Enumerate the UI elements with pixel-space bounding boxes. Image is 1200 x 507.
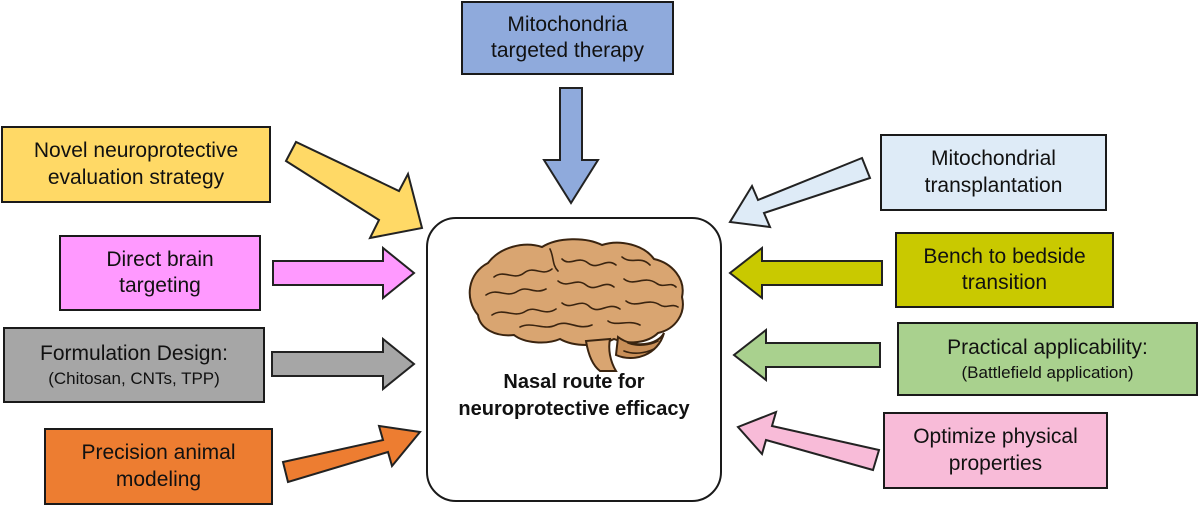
box-left1-line2: evaluation strategy [47, 165, 225, 189]
box-direct-brain-targeting: Direct brain targeting [59, 235, 261, 311]
arrow-right1 [728, 156, 872, 229]
arrow-left3 [271, 336, 416, 392]
arrow-left1 [284, 140, 424, 240]
box-left2-line2: targeting [119, 274, 201, 297]
arrow-right4 [736, 410, 881, 472]
box-novel-neuroprotective: Novel neuroprotective evaluation strateg… [1, 126, 271, 203]
box-right3-line1: Practical applicability: [947, 336, 1148, 360]
arrow-right2 [728, 245, 883, 301]
arrow-top [542, 87, 600, 205]
box-right2-line1: Bench to bedside [923, 244, 1086, 268]
box-right3-line2: (Battlefield application) [961, 362, 1134, 382]
box-formulation-design: Formulation Design: (Chitosan, CNTs, TPP… [3, 327, 265, 403]
box-practical-applicability: Practical applicability: (Battlefield ap… [897, 322, 1198, 396]
box-left4-line2: modeling [115, 467, 202, 491]
box-left4-line1: Precision animal [81, 441, 236, 465]
center-box: Nasal route for neuroprotective efficacy [426, 217, 722, 502]
box-mitochondria-targeted-therapy: Mitochondria targeted therapy [461, 1, 674, 75]
box-top-line2: targeted therapy [491, 39, 644, 62]
box-left3-line1: Formulation Design: [40, 342, 228, 366]
arrow-left2 [272, 245, 416, 301]
arrow-right3 [732, 327, 881, 383]
box-mitochondrial-transplantation: Mitochondrial transplantation [880, 134, 1107, 211]
box-left1-line1: Novel neuroprotective [33, 139, 239, 163]
box-top-line1: Mitochondria [507, 12, 628, 36]
box-precision-animal-modeling: Precision animal modeling [44, 428, 273, 505]
box-right4-line1: Optimize physical [913, 425, 1078, 449]
box-right1-line2: transplantation [924, 173, 1063, 197]
box-right4-line2: properties [948, 451, 1043, 475]
box-bench-to-bedside: Bench to bedside transition [895, 232, 1114, 308]
box-left2-line1: Direct brain [106, 247, 214, 271]
box-optimize-physical-properties: Optimize physical properties [883, 412, 1108, 489]
center-label-line2: neuroprotective efficacy [458, 398, 690, 420]
box-right1-line1: Mitochondrial [931, 147, 1056, 171]
center-label-line1: Nasal route for [503, 371, 645, 393]
box-right2-line2: transition [961, 271, 1048, 294]
arrow-left4 [281, 424, 422, 484]
brain-icon [468, 238, 684, 372]
box-left3-line2: (Chitosan, CNTs, TPP) [48, 368, 220, 388]
